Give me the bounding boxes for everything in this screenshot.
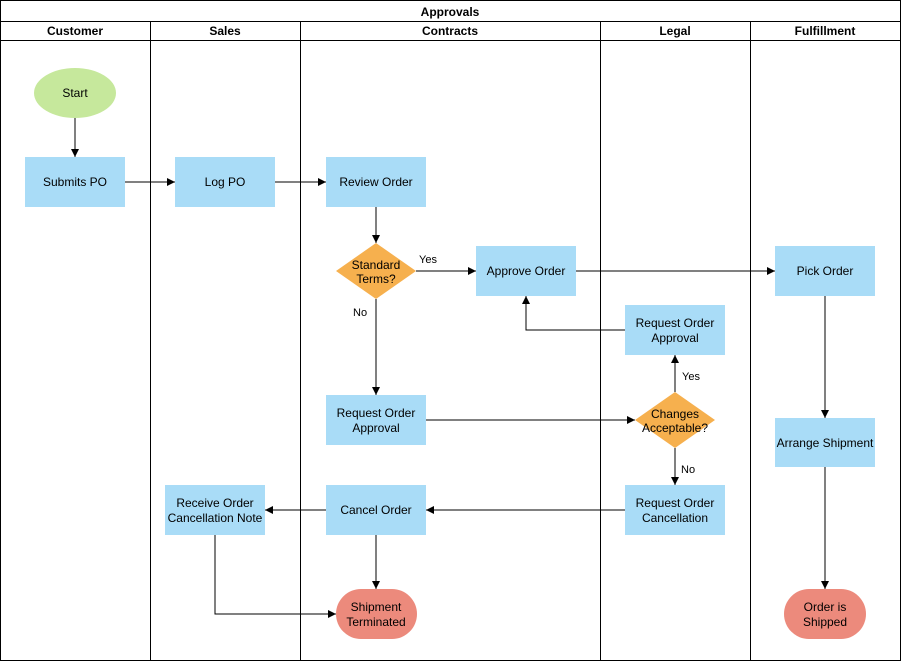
svg-text:Terminated: Terminated [346, 615, 405, 629]
edge-label-terms-yes: Yes [419, 254, 437, 266]
lane-header-sales: Sales [209, 24, 241, 38]
node-review-order: Review Order [326, 157, 426, 207]
node-start-label: Start [62, 86, 88, 100]
node-request-cancellation: Request Order Cancellation [625, 485, 725, 535]
node-legal-request-approval: Request Order Approval [625, 305, 725, 355]
svg-text:Approval: Approval [352, 421, 399, 435]
svg-text:Cancel Order: Cancel Order [340, 503, 411, 517]
edges [71, 118, 829, 618]
svg-text:Standard: Standard [352, 258, 401, 272]
svg-text:Changes: Changes [651, 407, 699, 421]
node-standard-terms: Standard Terms? [336, 243, 416, 299]
lane-header-legal: Legal [659, 24, 690, 38]
svg-text:Approve Order: Approve Order [487, 264, 566, 278]
svg-text:Acceptable?: Acceptable? [642, 421, 708, 435]
svg-text:Cancellation: Cancellation [642, 511, 708, 525]
svg-text:Request Order: Request Order [636, 496, 715, 510]
node-arrange-shipment: Arrange Shipment [775, 418, 875, 467]
node-log-po: Log PO [175, 157, 275, 207]
svg-text:Request Order: Request Order [337, 406, 416, 420]
node-contracts-request-approval: Request Order Approval [326, 395, 426, 445]
node-shipment-terminated: Shipment Terminated [336, 589, 417, 639]
svg-text:Review Order: Review Order [339, 175, 412, 189]
node-pick-order: Pick Order [775, 246, 875, 296]
lane-header-fulfillment: Fulfillment [795, 24, 856, 38]
pool-title: Approvals [421, 5, 480, 19]
svg-text:Submits PO: Submits PO [43, 175, 107, 189]
svg-text:Pick Order: Pick Order [797, 264, 854, 278]
node-receive-cancellation: Receive Order Cancellation Note [165, 485, 265, 535]
svg-text:Receive Order: Receive Order [176, 496, 253, 510]
edge-receive-terminated [214, 535, 336, 618]
svg-text:Shipped: Shipped [803, 615, 847, 629]
node-order-shipped: Order is Shipped [784, 589, 866, 639]
svg-text:Approval: Approval [651, 331, 698, 345]
svg-text:Log PO: Log PO [205, 175, 246, 189]
lane-header-contracts: Contracts [422, 24, 478, 38]
edge-legalrequest-approve [522, 296, 625, 331]
svg-text:Request Order: Request Order [636, 316, 715, 330]
edge-label-terms-no: No [353, 307, 367, 319]
edge-label-changes-no: No [681, 464, 695, 476]
svg-text:Shipment: Shipment [351, 600, 402, 614]
lane-header-customer: Customer [47, 24, 103, 38]
node-changes-acceptable: Changes Acceptable? [635, 392, 715, 448]
svg-text:Order is: Order is [804, 600, 847, 614]
node-start: Start [34, 68, 116, 118]
svg-text:Arrange Shipment: Arrange Shipment [777, 436, 874, 450]
svg-text:Terms?: Terms? [356, 272, 396, 286]
svg-text:Cancellation Note: Cancellation Note [168, 511, 263, 525]
edge-label-changes-yes: Yes [682, 371, 700, 383]
node-approve-order: Approve Order [476, 246, 576, 296]
node-submits-po: Submits PO [25, 157, 125, 207]
node-cancel-order: Cancel Order [326, 485, 426, 535]
